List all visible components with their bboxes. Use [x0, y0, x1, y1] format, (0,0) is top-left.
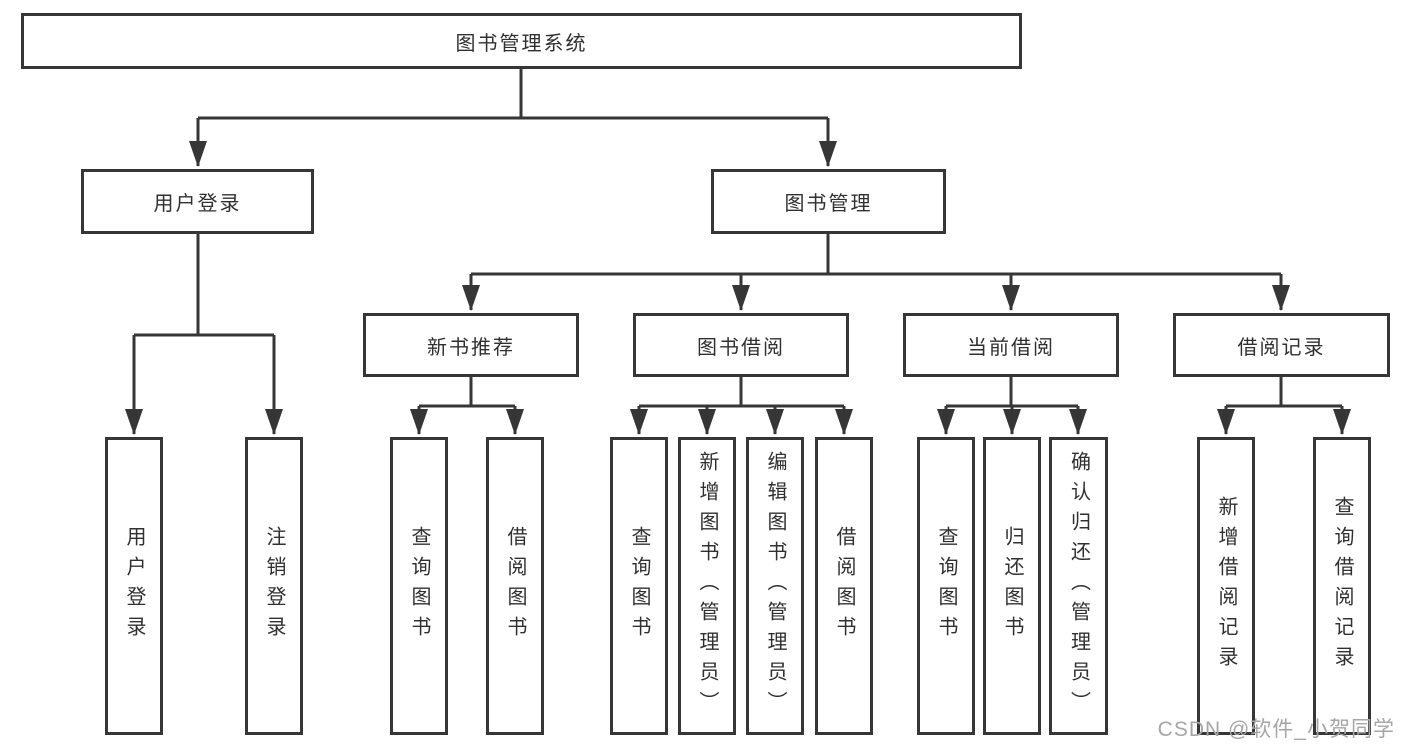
leaf-confirm-return-admin: 确认归还（管理员） [1049, 437, 1108, 735]
leaf-return-book-label: 归还图书 [1001, 526, 1023, 646]
leaf-borrow-books-borrowing-label: 借阅图书 [833, 526, 855, 646]
leaf-query-borrow-record: 查询借阅记录 [1313, 437, 1371, 735]
tree-branch-lines [132, 69, 1344, 434]
leaf-query-books-borrowing: 查询图书 [610, 437, 668, 735]
node-new-book-recommendation: 新书推荐 [363, 313, 579, 377]
leaf-query-books-borrowing-label: 查询图书 [628, 526, 650, 646]
leaf-query-books-recommend-label: 查询图书 [408, 526, 430, 646]
leaf-add-borrow-record-label: 新增借阅记录 [1215, 496, 1237, 676]
leaf-confirm-return-admin-label: 确认归还（管理员） [1067, 451, 1090, 721]
leaf-query-books-current: 查询图书 [917, 437, 975, 735]
leaf-return-book: 归还图书 [983, 437, 1041, 735]
leaf-add-book-admin-label: 新增图书（管理员） [696, 451, 718, 721]
leaf-logout: 注销登录 [245, 437, 303, 735]
node-root: 图书管理系统 [21, 13, 1022, 69]
leaf-query-books-current-label: 查询图书 [935, 526, 957, 646]
node-user-login-group: 用户登录 [81, 169, 314, 234]
leaf-query-books-recommend: 查询图书 [390, 437, 448, 735]
leaf-user-login-label: 用户登录 [123, 526, 145, 646]
leaf-edit-book-admin: 编辑图书（管理员） [746, 437, 804, 735]
leaf-query-borrow-record-label: 查询借阅记录 [1331, 496, 1353, 676]
leaf-add-book-admin: 新增图书（管理员） [678, 437, 736, 735]
arrowhead-icons [125, 141, 1351, 435]
leaf-add-borrow-record: 新增借阅记录 [1197, 437, 1255, 735]
node-book-borrowing: 图书借阅 [633, 313, 849, 377]
leaf-edit-book-admin-label: 编辑图书（管理员） [764, 451, 786, 721]
node-borrowing-records: 借阅记录 [1173, 313, 1390, 377]
csdn-watermark: CSDN @软件_小贺同学 [1157, 718, 1395, 741]
node-book-management: 图书管理 [711, 169, 946, 234]
leaf-borrow-books-recommend-label: 借阅图书 [504, 526, 526, 646]
leaf-borrow-books-recommend: 借阅图书 [486, 437, 544, 735]
leaf-user-login: 用户登录 [105, 437, 163, 735]
leaf-logout-label: 注销登录 [263, 526, 285, 646]
leaf-borrow-books-borrowing: 借阅图书 [815, 437, 873, 735]
node-current-borrowing: 当前借阅 [903, 313, 1119, 377]
